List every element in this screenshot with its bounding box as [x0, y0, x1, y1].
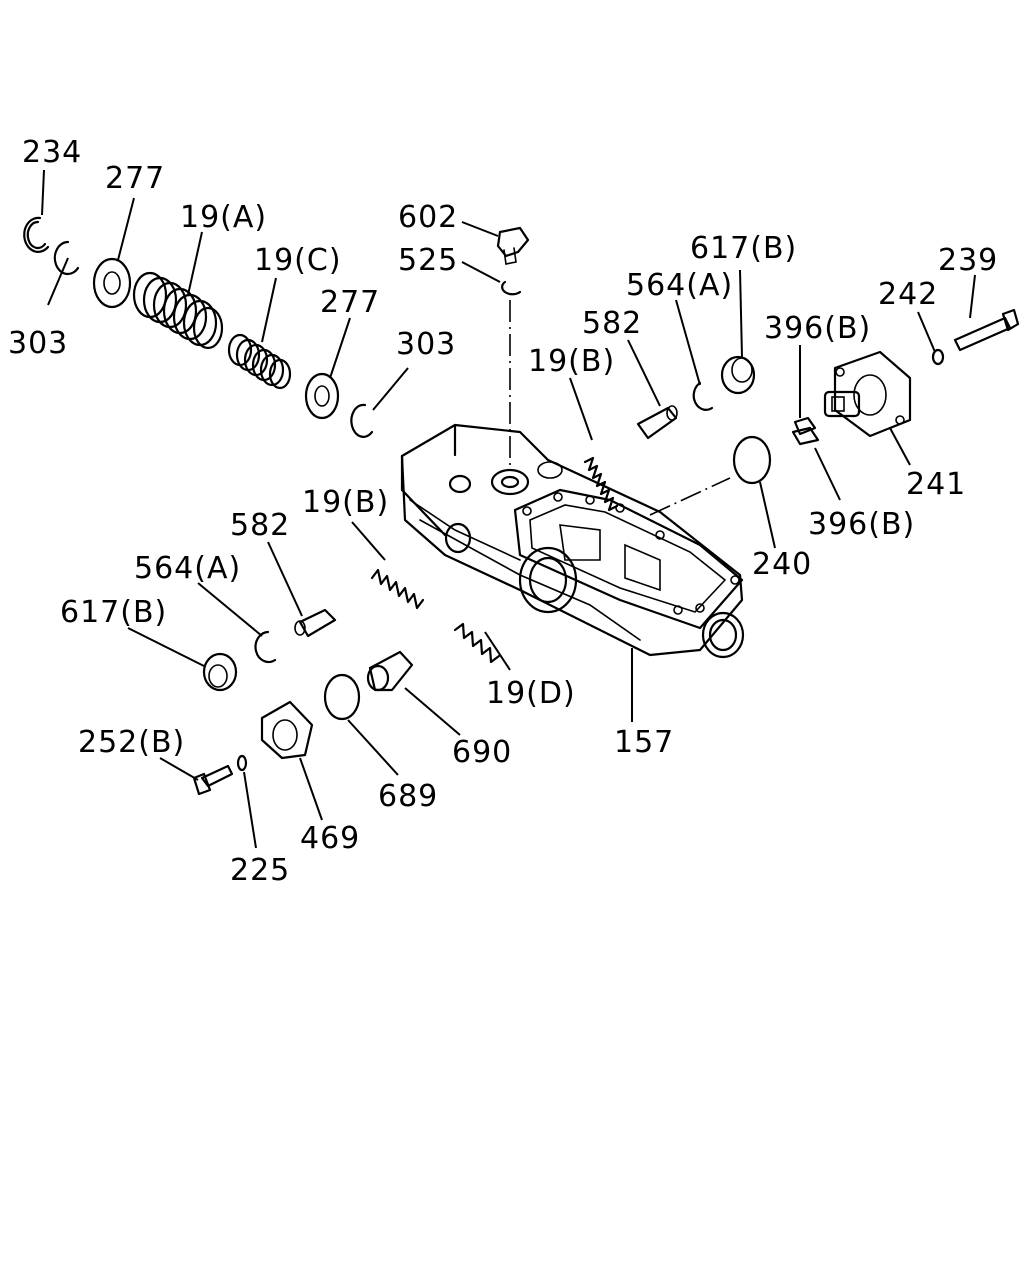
plug-602 — [496, 226, 530, 265]
washer-242 — [931, 348, 945, 366]
bolt-239 — [953, 308, 1020, 352]
washer-225 — [236, 754, 248, 772]
solenoid-241 — [823, 350, 912, 438]
label-225: 225 — [230, 853, 290, 888]
bolt-252b — [192, 764, 234, 796]
label-234: 234 — [22, 135, 82, 170]
cover-469 — [260, 700, 314, 760]
snap-ring-303-right — [350, 403, 374, 438]
label-277: 277 — [320, 285, 380, 320]
snap-ring-234 — [23, 216, 50, 253]
snap-ring-564a-top — [692, 381, 714, 411]
label-564a: 564(A) — [626, 268, 733, 303]
o-ring-689 — [323, 673, 361, 721]
sleeve-690 — [366, 650, 414, 692]
label-242: 242 — [878, 277, 938, 312]
retainer-277-right — [304, 372, 340, 420]
label-617b: 617(B) — [60, 595, 167, 630]
o-ring-240 — [732, 435, 772, 485]
label-19c: 19(C) — [254, 243, 342, 278]
spring-19b-top — [583, 456, 619, 512]
label-240: 240 — [752, 547, 812, 582]
label-19d: 19(D) — [486, 676, 576, 711]
label-602: 602 — [398, 200, 458, 235]
leader-lines — [41, 169, 976, 849]
label-690: 690 — [452, 735, 512, 770]
label-277: 277 — [105, 161, 165, 196]
pin-396b-bottom — [791, 426, 820, 446]
valve-582-left — [294, 608, 337, 638]
label-241: 241 — [906, 467, 966, 502]
center-line-240 — [649, 477, 731, 516]
label-396b: 396(B) — [808, 507, 915, 542]
label-469: 469 — [300, 821, 360, 856]
label-564a: 564(A) — [134, 551, 241, 586]
washer-525 — [501, 280, 522, 296]
label-239: 239 — [938, 243, 998, 278]
spring-19c — [227, 333, 292, 390]
label-617b: 617(B) — [690, 231, 797, 266]
snap-ring-303-left — [53, 240, 80, 276]
label-689: 689 — [378, 779, 438, 814]
label-582: 582 — [230, 508, 290, 543]
snap-ring-564a-left — [254, 630, 277, 664]
label-582: 582 — [582, 306, 642, 341]
label-303: 303 — [8, 326, 68, 361]
label-396b: 396(B) — [764, 311, 871, 346]
label-525: 525 — [398, 243, 458, 278]
label-303: 303 — [396, 327, 456, 362]
label-252b: 252(B) — [78, 725, 185, 760]
spring-19b-left — [370, 568, 425, 610]
label-19b: 19(B) — [302, 485, 389, 520]
plug-617b-left — [202, 652, 238, 692]
spring-19d — [453, 622, 501, 664]
spring-19a — [132, 271, 224, 350]
label-19a: 19(A) — [180, 200, 267, 235]
valve-body-157 — [400, 423, 745, 659]
retainer-277-left — [92, 257, 132, 309]
label-19b: 19(B) — [528, 344, 615, 379]
valve-582-top — [636, 405, 678, 440]
label-157: 157 — [614, 725, 674, 760]
plug-617b-top — [720, 355, 756, 395]
